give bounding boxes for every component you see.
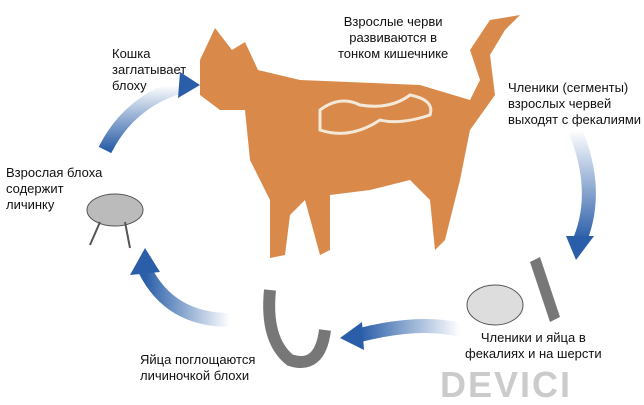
label-adult-worms: Взрослые черви развиваются в тонком кише… — [338, 14, 449, 61]
flea-illustration — [86, 193, 144, 249]
arrow-down-right — [568, 127, 596, 243]
label-adult-flea: Взрослая блоха содержит личинку — [6, 165, 103, 212]
label-cat-swallows: Кошка заглатывает блоху — [112, 46, 187, 93]
arrow-up-left — [138, 266, 231, 327]
eggs-segment-illustration — [466, 257, 560, 326]
cat-illustration — [200, 15, 520, 258]
arrow-to-cat — [98, 78, 187, 154]
label-segments-eggs: Членики и яйца в фекалиях и на шерсти — [465, 330, 602, 361]
label-eggs-eaten: Яйца поглощаются личиночкой блохи — [140, 352, 256, 383]
watermark: DEVICI — [440, 364, 573, 405]
label-segments-exit: Членики (сегменты) взрослых червей выход… — [508, 80, 642, 127]
larva-illustration — [263, 289, 331, 368]
arrow-left-bottom — [358, 319, 462, 342]
